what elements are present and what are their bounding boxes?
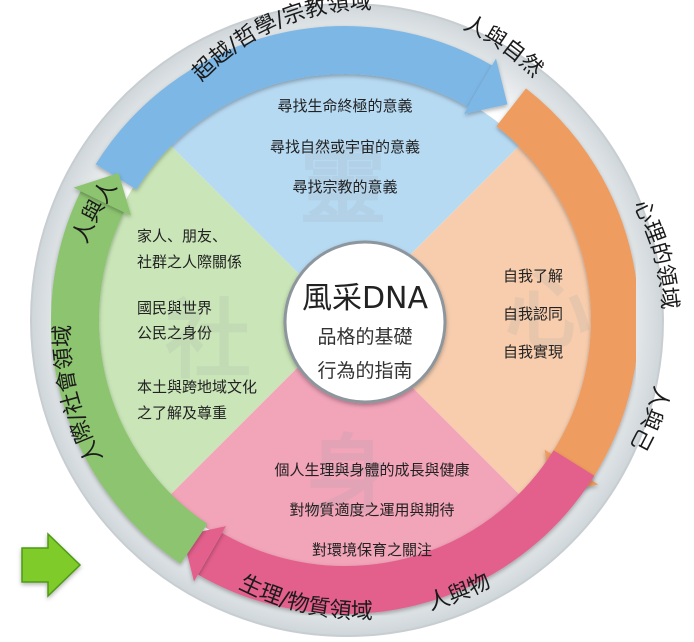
- left-line-5: 本土與跨地域文化: [137, 378, 257, 396]
- ring-arrow-left: [51, 191, 208, 564]
- left-line-6: 之了解及尊重: [137, 404, 227, 422]
- quadrant-bottom-wedge: [168, 320, 522, 570]
- left-line-2: 社群之人際關係: [137, 253, 242, 271]
- bottom-line-2: 對物質適度之運用與期待: [289, 501, 454, 519]
- top-line-1: 尋找生命終極的意義: [277, 97, 412, 115]
- center-line-1: 品格的基礎: [317, 326, 412, 348]
- right-line-1: 自我了解: [503, 267, 563, 285]
- left-line-4: 公民之身份: [137, 324, 212, 342]
- top-line-2: 尋找自然或宇宙的意義: [270, 138, 420, 156]
- center-title: 風采DNA: [302, 281, 429, 316]
- center-circle: [283, 240, 447, 404]
- left-line-3: 國民與世界: [137, 299, 212, 317]
- ring-arrow-top: [95, 26, 492, 190]
- ring-arrow-top-head: [464, 58, 508, 114]
- left-line-1: 家人、朋友、: [137, 227, 227, 245]
- right-line-3: 自我實現: [503, 343, 563, 361]
- quadrant-top-wedge: [168, 70, 522, 320]
- watermark-spirit: 靈: [300, 136, 386, 236]
- ring-arrow-right: [496, 88, 639, 481]
- right-arrow-icon[interactable]: [21, 532, 82, 598]
- center-line-2: 行為的指南: [317, 360, 412, 382]
- quadrant-left-wedge: [94, 143, 345, 497]
- quadrant-right-wedge: [345, 143, 595, 497]
- ring-arrow-left-head: [73, 172, 132, 216]
- top-line-3: 尋找宗教的意義: [292, 178, 397, 196]
- right-line-2: 自我認同: [503, 305, 563, 323]
- ring-arrow-bottom: [198, 450, 595, 614]
- bottom-line-3: 對環境保育之關注: [312, 541, 432, 559]
- watermark-society: 社: [165, 291, 251, 391]
- watermark-heart: 心: [505, 261, 591, 361]
- bottom-line-1: 個人生理與身體的成長與健康: [274, 461, 469, 479]
- watermark-body: 身: [305, 426, 391, 526]
